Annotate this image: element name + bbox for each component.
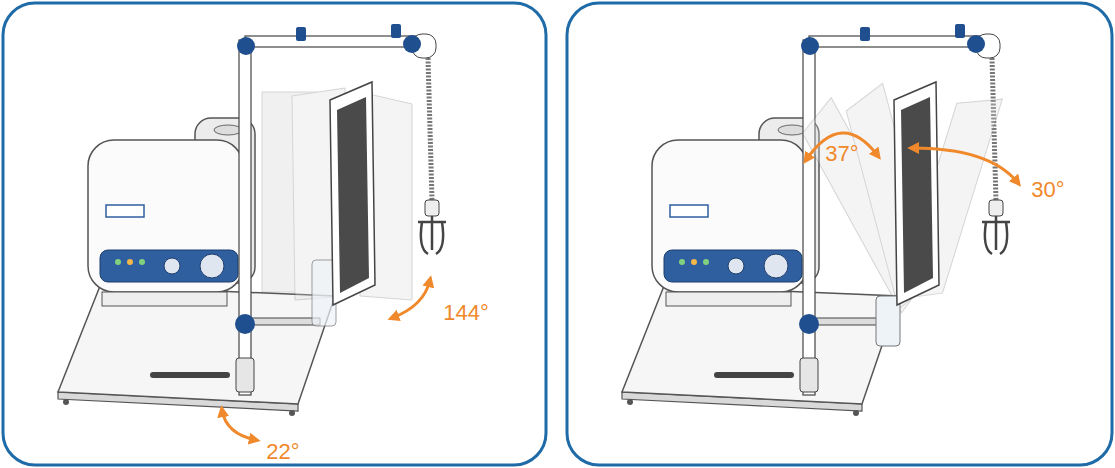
panel	[3, 3, 546, 465]
angle-arrow	[222, 410, 256, 440]
panel	[567, 3, 1112, 465]
angle-arrow	[912, 148, 1018, 183]
device	[622, 24, 1010, 416]
monitor-ghost	[842, 83, 940, 310]
angle-arrow	[392, 280, 430, 318]
monitor	[330, 82, 375, 305]
device	[58, 24, 446, 416]
screen	[337, 97, 369, 293]
screen	[901, 97, 933, 293]
monitor	[894, 82, 939, 305]
angle-label: 37°	[825, 143, 858, 165]
angle-label: 144°	[443, 302, 489, 324]
angle-label: 30°	[1031, 179, 1064, 201]
monitor-ghosts	[794, 83, 1005, 315]
monitor-ghost	[893, 86, 1005, 312]
angle-label: 22°	[266, 441, 299, 463]
